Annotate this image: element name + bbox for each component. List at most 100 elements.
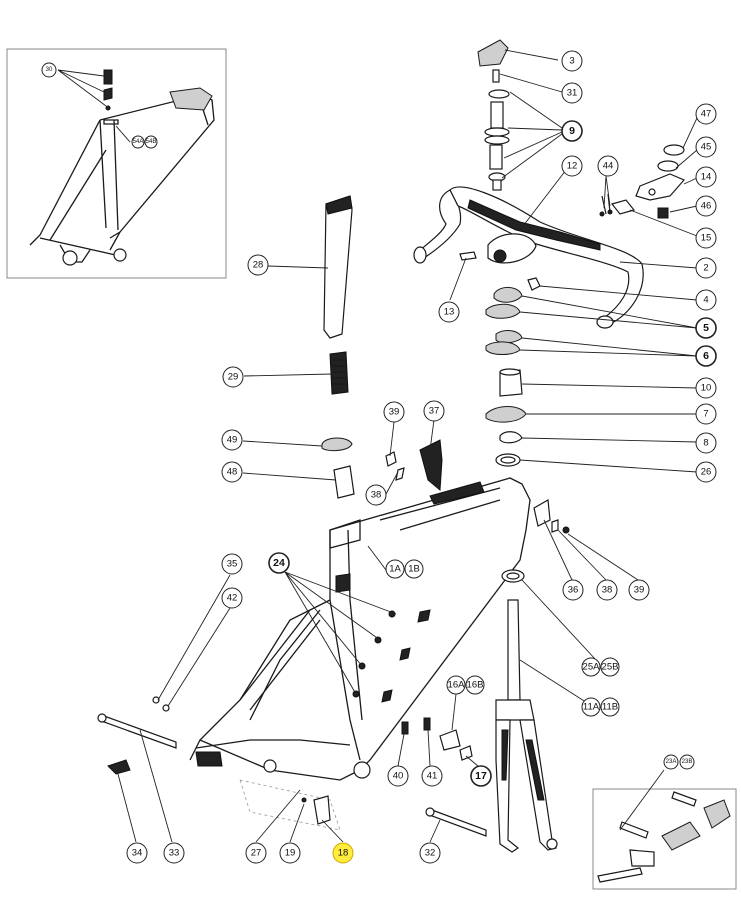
callout-28: 28 — [247, 254, 269, 276]
front-thru-axle — [425, 807, 487, 837]
callout-3: 3 — [561, 50, 583, 72]
callout-45: 45 — [695, 136, 717, 158]
callout-label: 27 — [251, 848, 262, 859]
handlebar — [413, 186, 644, 329]
callout-label: 54B — [146, 139, 157, 145]
callout-36: 36 — [562, 579, 584, 601]
callout-25a: 25A — [581, 657, 601, 677]
callout-15: 15 — [695, 227, 717, 249]
callout-47: 47 — [695, 103, 717, 125]
callout-39-top: 39 — [383, 401, 405, 423]
callout-label: 2 — [703, 263, 708, 274]
seatpost — [323, 195, 353, 395]
callout-label: 31 — [567, 88, 578, 99]
callout-32: 32 — [419, 842, 441, 864]
callout-46: 46 — [695, 195, 717, 217]
callout-18: 18 — [332, 842, 354, 864]
rear-thru-axle — [97, 713, 177, 775]
callout-label: 25A — [583, 662, 601, 673]
callout-label: 19 — [285, 848, 296, 859]
inset-small-parts — [597, 791, 731, 883]
callout-label: 44 — [603, 161, 614, 172]
callout-label: 40 — [393, 771, 404, 782]
computer-mount — [599, 144, 685, 219]
callout-label: 11B — [602, 702, 618, 713]
callout-label: 37 — [429, 406, 440, 417]
callout-6: 6 — [695, 345, 717, 367]
inset-frame-drawing — [29, 69, 215, 266]
callout-19: 19 — [279, 842, 301, 864]
callout-label: 25B — [602, 662, 619, 673]
headset-stack — [477, 39, 510, 191]
callout-label: 23B — [682, 759, 693, 765]
callout-label: 24 — [273, 557, 285, 569]
callout-label: 12 — [567, 161, 578, 172]
callout-16b: 16B — [465, 675, 485, 695]
callout-label: 36 — [568, 585, 579, 596]
fork — [495, 599, 558, 853]
callout-26: 26 — [695, 461, 717, 483]
callout-40: 40 — [387, 765, 409, 787]
callout-31: 31 — [561, 82, 583, 104]
callout-label: 48 — [227, 467, 238, 478]
callout-33: 33 — [163, 842, 185, 864]
callout-label: 41 — [427, 771, 438, 782]
callout-1b: 1B — [404, 559, 424, 579]
callout-label: 47 — [701, 109, 712, 120]
callout-54a: 54A — [131, 135, 145, 149]
callout-label: 42 — [227, 593, 238, 604]
callout-54b: 54B — [144, 135, 158, 149]
callout-label: 45 — [701, 142, 712, 153]
callout-label: 16B — [467, 680, 484, 691]
callout-label: 6 — [703, 350, 709, 362]
leader-lines — [57, 49, 698, 843]
callout-label: 7 — [703, 409, 708, 420]
callout-label: 35 — [227, 559, 238, 570]
callout-11b: 11B — [600, 697, 620, 717]
callout-49: 49 — [221, 429, 243, 451]
callout-label: 3 — [569, 56, 574, 67]
callout-23a: 23A — [663, 754, 679, 770]
callout-label: 34 — [132, 848, 143, 859]
callout-label: 39 — [389, 407, 400, 418]
callout-41: 41 — [421, 765, 443, 787]
callout-label: 28 — [253, 260, 264, 271]
callout-8: 8 — [695, 432, 717, 454]
callout-label: 10 — [701, 383, 712, 394]
callout-37: 37 — [423, 400, 445, 422]
callout-label: 11A — [583, 702, 600, 713]
callout-1a: 1A — [385, 559, 405, 579]
callout-label: 15 — [701, 233, 712, 244]
callout-label: 38 — [371, 490, 382, 501]
callout-38-right: 38 — [596, 579, 618, 601]
callout-27: 27 — [245, 842, 267, 864]
seatpost-clamp — [321, 437, 355, 499]
callout-25b: 25B — [600, 657, 620, 677]
callout-14: 14 — [695, 166, 717, 188]
callout-label: 9 — [569, 125, 575, 137]
callout-label: 33 — [169, 848, 180, 859]
callout-24: 24 — [268, 552, 290, 574]
callout-label: 16A — [448, 680, 466, 691]
callout-39-right: 39 — [628, 579, 650, 601]
callout-17: 17 — [470, 765, 492, 787]
callout-4: 4 — [695, 289, 717, 311]
callout-label: 30 — [46, 67, 53, 73]
callout-label: 17 — [475, 770, 487, 782]
callout-2: 2 — [695, 257, 717, 279]
derailleur-hanger — [301, 795, 331, 825]
callout-label: 8 — [703, 438, 708, 449]
callout-label: 39 — [634, 585, 645, 596]
callout-16a: 16A — [446, 675, 466, 695]
callout-label: 18 — [338, 848, 349, 859]
callout-34: 34 — [126, 842, 148, 864]
callout-42: 42 — [221, 587, 243, 609]
callout-label: 23A — [666, 759, 677, 765]
callout-29: 29 — [222, 366, 244, 388]
callout-label: 26 — [701, 467, 712, 478]
callout-10: 10 — [695, 377, 717, 399]
callout-label: 38 — [602, 585, 613, 596]
callout-label: 29 — [228, 372, 239, 383]
callout-label: 54A — [133, 139, 144, 145]
callout-label: 5 — [703, 322, 709, 334]
